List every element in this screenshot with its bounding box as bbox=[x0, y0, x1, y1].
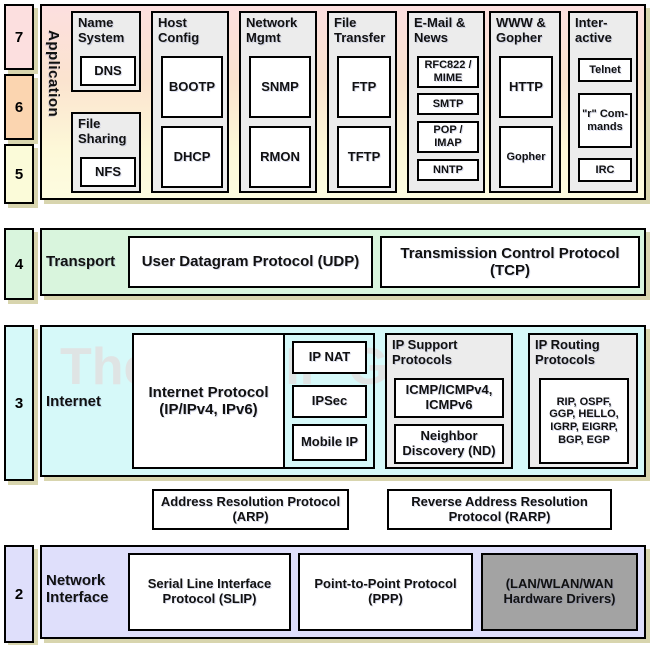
group-title: E-Mail & News bbox=[414, 15, 466, 45]
osi-layer-number: 6 bbox=[14, 98, 24, 116]
protocol-icmp[interactable]: ICMP/ICMPv4, ICMPv6 bbox=[394, 378, 504, 418]
osi-layer-number: 2 bbox=[14, 585, 24, 603]
protocol-ftp[interactable]: FTP bbox=[337, 56, 391, 118]
protocol-arp[interactable]: Address Resolution Protocol (ARP) bbox=[152, 489, 349, 530]
group-file-transfer: File Transfer FTP TFTP bbox=[327, 11, 397, 193]
group-email-news: E-Mail & News RFC822 / MIME SMTP POP / I… bbox=[407, 11, 485, 193]
group-interactive: Inter-active Telnet "r" Com-mands IRC bbox=[568, 11, 638, 193]
protocol-snmp[interactable]: SNMP bbox=[249, 56, 311, 118]
group-www-gopher: WWW & Gopher HTTP Gopher bbox=[489, 11, 561, 193]
transport-layer-label: Transport bbox=[46, 253, 116, 270]
osi-layer-chip-7: 7 bbox=[4, 4, 34, 70]
protocol-nfs[interactable]: NFS bbox=[80, 157, 136, 187]
group-title: Inter-active bbox=[575, 15, 612, 45]
network-interface-layer-label: Network Interface bbox=[46, 572, 109, 606]
group-ip-support-protocols: IP Support Protocols ICMP/ICMPv4, ICMPv6… bbox=[385, 333, 513, 469]
group-name-system: Name System DNS bbox=[71, 11, 141, 92]
protocol-ip[interactable]: Internet Protocol (IP/IPv4, IPv6) bbox=[132, 333, 285, 469]
osi-layer-chip-6: 6 bbox=[4, 74, 34, 140]
group-network-mgmt: Network Mgmt SNMP RMON bbox=[239, 11, 317, 193]
protocol-dhcp[interactable]: DHCP bbox=[161, 126, 223, 188]
group-file-sharing: File Sharing NFS bbox=[71, 112, 141, 193]
osi-layer-number: 5 bbox=[14, 165, 24, 183]
protocol-http[interactable]: HTTP bbox=[499, 56, 553, 118]
protocol-rmon[interactable]: RMON bbox=[249, 126, 311, 188]
osi-layer-chip-4: 4 bbox=[4, 228, 34, 300]
group-title: WWW & Gopher bbox=[496, 15, 546, 45]
protocol-r-commands[interactable]: "r" Com-mands bbox=[578, 93, 632, 148]
group-host-config: Host Config BOOTP DHCP bbox=[151, 11, 229, 193]
protocol-nntp[interactable]: NNTP bbox=[417, 159, 479, 181]
group-title: Network Mgmt bbox=[246, 15, 298, 45]
group-title: IP Routing Protocols bbox=[535, 337, 600, 367]
protocol-hardware-drivers[interactable]: (LAN/WLAN/WAN Hardware Drivers) bbox=[481, 553, 638, 631]
protocol-ipsec[interactable]: IPSec bbox=[292, 385, 367, 418]
protocol-tftp[interactable]: TFTP bbox=[337, 126, 391, 188]
protocol-dns[interactable]: DNS bbox=[80, 56, 136, 86]
protocol-ppp[interactable]: Point-to-Point Protocol (PPP) bbox=[298, 553, 473, 631]
protocol-routing-list[interactable]: RIP, OSPF, GGP, HELLO, IGRP, EIGRP, BGP,… bbox=[539, 378, 629, 464]
protocol-smtp[interactable]: SMTP bbox=[417, 93, 479, 115]
group-title: Name System bbox=[78, 15, 125, 45]
group-title: Host Config bbox=[158, 15, 200, 45]
group-title: File Sharing bbox=[78, 116, 127, 146]
group-title: IP Support Protocols bbox=[392, 337, 458, 367]
protocol-ip-nat[interactable]: IP NAT bbox=[292, 341, 367, 374]
protocol-slip[interactable]: Serial Line Interface Protocol (SLIP) bbox=[128, 553, 291, 631]
osi-layer-chip-3: 3 bbox=[4, 325, 34, 481]
internet-layer-label: Internet bbox=[46, 393, 102, 410]
protocol-neighbor-discovery[interactable]: Neighbor Discovery (ND) bbox=[394, 424, 504, 464]
group-ip-routing-protocols: IP Routing Protocols RIP, OSPF, GGP, HEL… bbox=[528, 333, 638, 469]
protocol-mobile-ip[interactable]: Mobile IP bbox=[292, 424, 367, 461]
osi-layer-chip-2: 2 bbox=[4, 545, 34, 643]
osi-layer-number: 7 bbox=[14, 28, 24, 46]
protocol-udp[interactable]: User Datagram Protocol (UDP) bbox=[128, 236, 373, 288]
protocol-bootp[interactable]: BOOTP bbox=[161, 56, 223, 118]
protocol-telnet[interactable]: Telnet bbox=[578, 58, 632, 82]
osi-layer-number: 3 bbox=[14, 394, 24, 412]
group-title: File Transfer bbox=[334, 15, 386, 45]
protocol-irc[interactable]: IRC bbox=[578, 158, 632, 182]
protocol-pop-imap[interactable]: POP / IMAP bbox=[417, 121, 479, 153]
osi-layer-number: 4 bbox=[14, 255, 24, 273]
osi-layer-chip-5: 5 bbox=[4, 144, 34, 204]
application-layer-label: Application bbox=[45, 30, 62, 118]
protocol-rfc822-mime[interactable]: RFC822 / MIME bbox=[417, 56, 479, 88]
protocol-tcp[interactable]: Transmission Control Protocol (TCP) bbox=[380, 236, 640, 288]
protocol-gopher[interactable]: Gopher bbox=[499, 126, 553, 188]
protocol-rarp[interactable]: Reverse Address Resolution Protocol (RAR… bbox=[387, 489, 612, 530]
